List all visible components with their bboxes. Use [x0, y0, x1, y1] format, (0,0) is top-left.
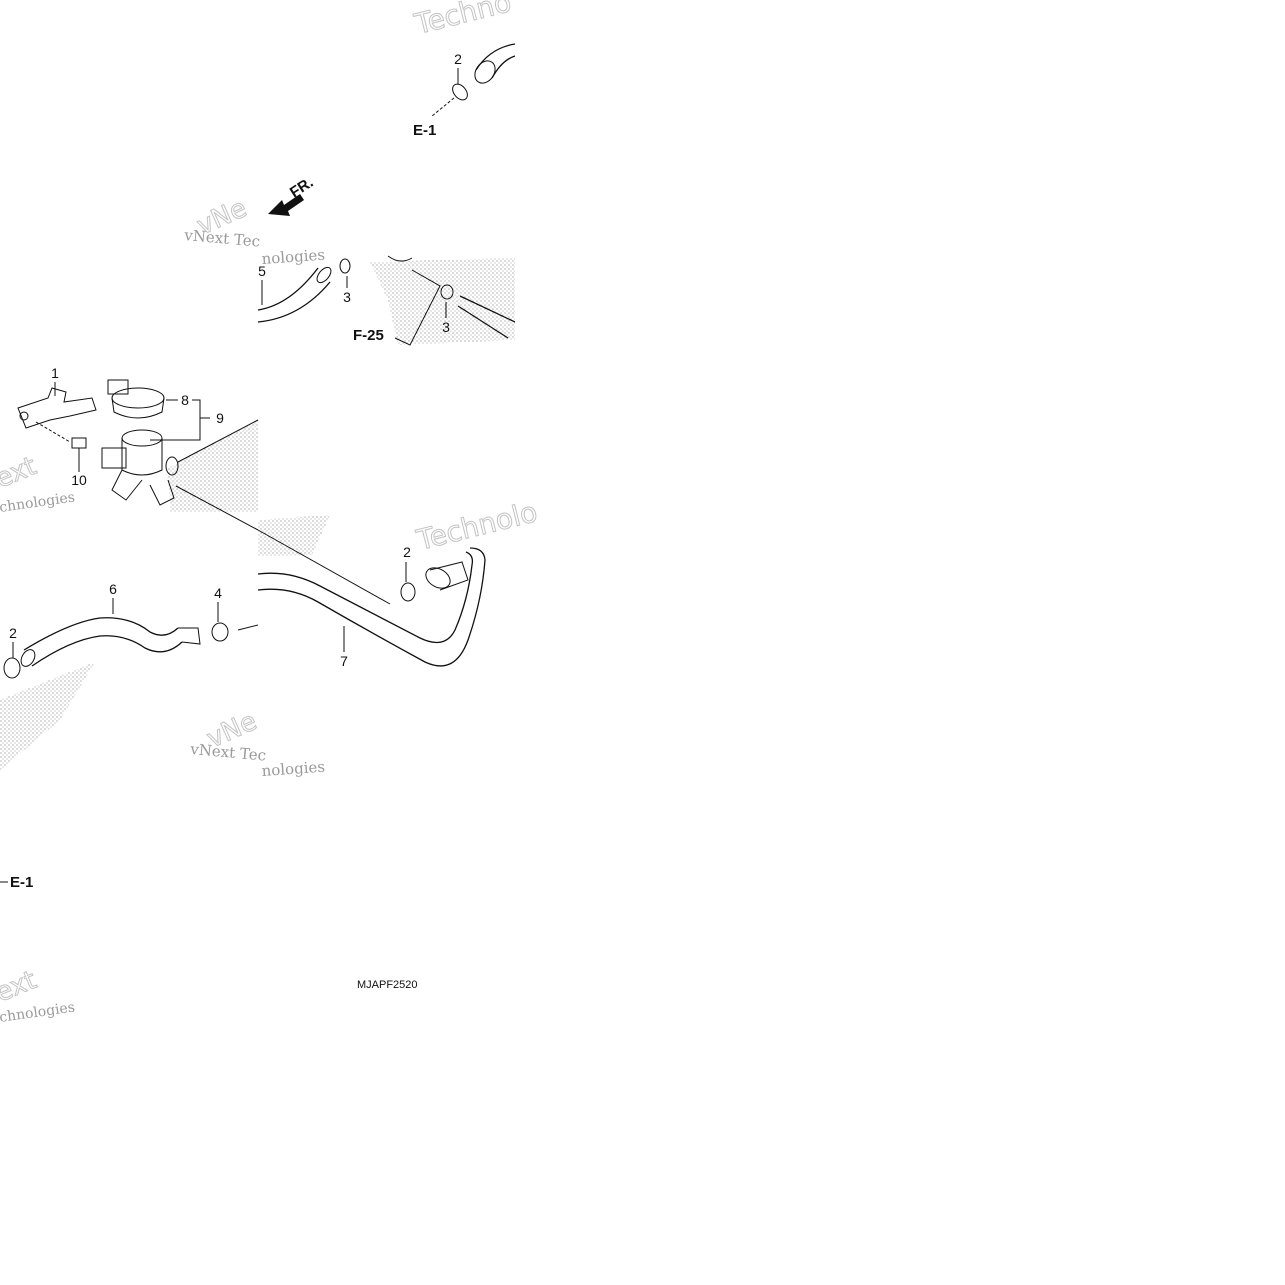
- watermark: Technolo: [413, 495, 541, 557]
- valve-connector: [101, 447, 127, 469]
- diagram-code: MJAPF2520: [357, 979, 418, 991]
- clamp-4: [211, 622, 229, 642]
- clamp-3a: [339, 258, 351, 274]
- top-hose-lower-edge: [491, 55, 516, 79]
- valve-side-port: [165, 456, 179, 476]
- shade-lower-middle: [258, 515, 330, 556]
- hose-7-outer-edge: [257, 551, 474, 644]
- callout-2-left: 2: [9, 625, 17, 641]
- bracket-1: [17, 387, 97, 429]
- callouts: 1 2 2 2 3 3 4 5 6 7 8 9 10: [9, 51, 462, 669]
- guide-line-2: [175, 485, 259, 531]
- ref-e1-bottom: E-1: [10, 874, 33, 891]
- top-hose-end: [474, 60, 496, 84]
- callout-2-top: 2: [454, 51, 462, 67]
- hose-5-upper-edge: [257, 267, 319, 311]
- ref-f25: F-25: [353, 327, 384, 344]
- clamp-2-right: [400, 582, 416, 602]
- watermark: ext: [0, 965, 41, 1008]
- upper-fitting: [387, 255, 413, 262]
- top-hose-assembly: [431, 43, 516, 117]
- shade-upper-right: [370, 258, 515, 345]
- ring-8-body: [111, 397, 165, 419]
- watermarks: Techno vNe vNext Tec nologies ext chnolo…: [0, 0, 541, 1026]
- shade-lower-left: [0, 662, 95, 770]
- callout-3a: 3: [343, 289, 351, 305]
- callout-6: 6: [109, 581, 117, 597]
- hose-7-fitting: [429, 561, 469, 591]
- clamp-2-lower-left: [3, 657, 21, 679]
- bolt-10-head: [71, 437, 87, 449]
- hose-6-fitting: [178, 627, 201, 645]
- right-hose-lower-edge: [457, 305, 509, 339]
- watermark: vNext Tec: [189, 740, 267, 765]
- hose-7-end: [425, 567, 451, 589]
- front-arrow: [268, 194, 304, 216]
- hose-6-end: [20, 649, 36, 667]
- callout-7: 7: [340, 653, 348, 669]
- f25-leader: [394, 269, 441, 346]
- hose-6-upper-edge: [23, 617, 179, 651]
- callout-2-right: 2: [403, 544, 411, 560]
- valve-assembly: [101, 379, 259, 531]
- arrow-icon: [268, 194, 304, 216]
- valve-outlet-right: [149, 479, 175, 506]
- hose-6-lower-edge: [31, 635, 183, 667]
- clamp-2-top: [452, 83, 468, 101]
- hose-6-guide: [237, 624, 259, 631]
- arrow-to-e1-top: [431, 97, 455, 117]
- right-hose-upper-edge: [459, 295, 516, 323]
- ref-e1-top: E-1: [413, 122, 436, 139]
- watermark: nologies: [261, 246, 326, 268]
- hose-7-guide: [257, 529, 391, 605]
- callout-4: 4: [214, 585, 222, 601]
- ring-8-tab: [107, 379, 129, 395]
- valve-top: [121, 429, 163, 447]
- ring-8-top: [111, 387, 165, 409]
- watermark: vNext Tec: [183, 226, 261, 251]
- callout-10: 10: [71, 472, 87, 488]
- shade-middle: [168, 420, 258, 512]
- clamp-3b: [440, 284, 454, 300]
- upper-hose-assembly: [257, 255, 516, 346]
- hose-7-assembly: [257, 529, 486, 667]
- hose-5-lower-edge: [257, 281, 331, 323]
- hose-6-assembly: [3, 598, 259, 679]
- front-label: FR.: [287, 174, 317, 201]
- valve-outlet-left: [111, 469, 143, 501]
- leader-9-bracket: [150, 399, 201, 441]
- top-hose-upper-edge: [475, 43, 516, 71]
- guide-line-1: [177, 419, 259, 463]
- bolt-axis: [35, 421, 71, 443]
- callout-1: 1: [51, 365, 59, 381]
- watermark: chnologies: [0, 490, 76, 516]
- hose-5-end: [316, 266, 332, 284]
- bracket-assembly: [17, 382, 97, 472]
- watermark: Techno: [411, 0, 515, 41]
- callout-8: 8: [181, 392, 189, 408]
- watermark: ext: [0, 451, 41, 494]
- callout-9: 9: [216, 410, 224, 426]
- watermark: nologies: [261, 758, 326, 780]
- bracket-hole: [19, 411, 29, 421]
- callout-3b: 3: [442, 319, 450, 335]
- valve-body: [121, 438, 163, 476]
- shading: [0, 258, 515, 770]
- hose-7-inner-edge: [257, 547, 486, 667]
- callout-5: 5: [258, 263, 266, 279]
